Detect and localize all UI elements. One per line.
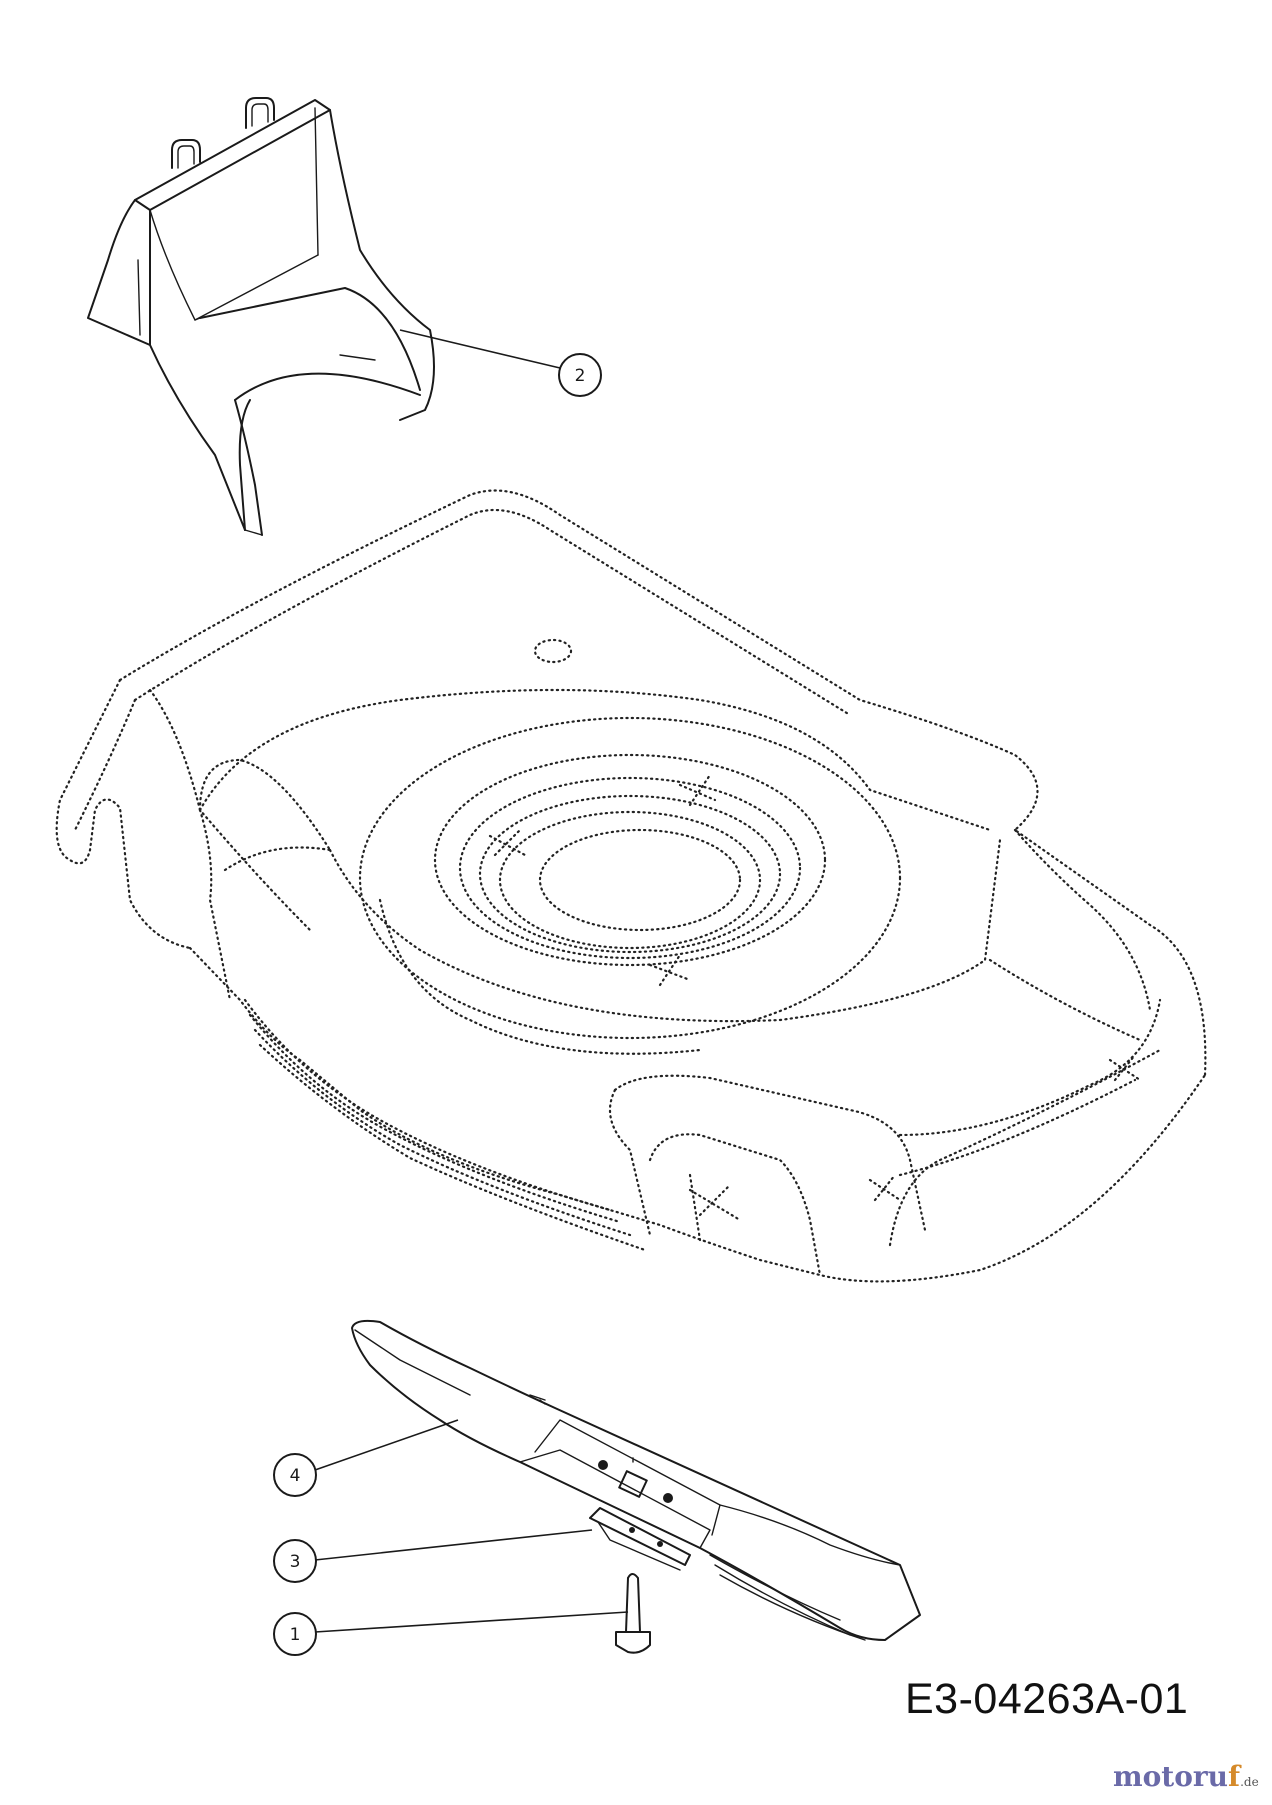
- watermark-logo[interactable]: motoruf.de: [1113, 1760, 1259, 1793]
- mower-blade: [351, 1319, 921, 1641]
- callout-2[interactable]: 2: [558, 353, 602, 397]
- leader-line-2: [399, 329, 561, 369]
- watermark-tld: .de: [1240, 1775, 1259, 1789]
- callout-4[interactable]: 4: [273, 1453, 317, 1497]
- callout-label-3: 3: [290, 1552, 301, 1572]
- leader-line-4: [314, 1419, 459, 1471]
- leader-line-3: [314, 1529, 593, 1561]
- watermark-main: motoru: [1113, 1760, 1229, 1793]
- watermark-accent: f: [1228, 1760, 1241, 1793]
- drawing-code: E3-04263A-01: [905, 1675, 1189, 1723]
- grass-chute-deflector: [87, 97, 435, 536]
- callout-label-4: 4: [290, 1466, 301, 1486]
- blade-bolt: [615, 1573, 651, 1654]
- callout-3[interactable]: 3: [273, 1539, 317, 1583]
- mower-deck-outline: [55, 489, 1207, 1283]
- callout-label-2: 2: [575, 366, 586, 386]
- callout-label-1: 1: [290, 1625, 301, 1645]
- blade-adapter: [589, 1507, 691, 1571]
- leader-line-1: [314, 1611, 629, 1633]
- callout-1[interactable]: 1: [273, 1612, 317, 1656]
